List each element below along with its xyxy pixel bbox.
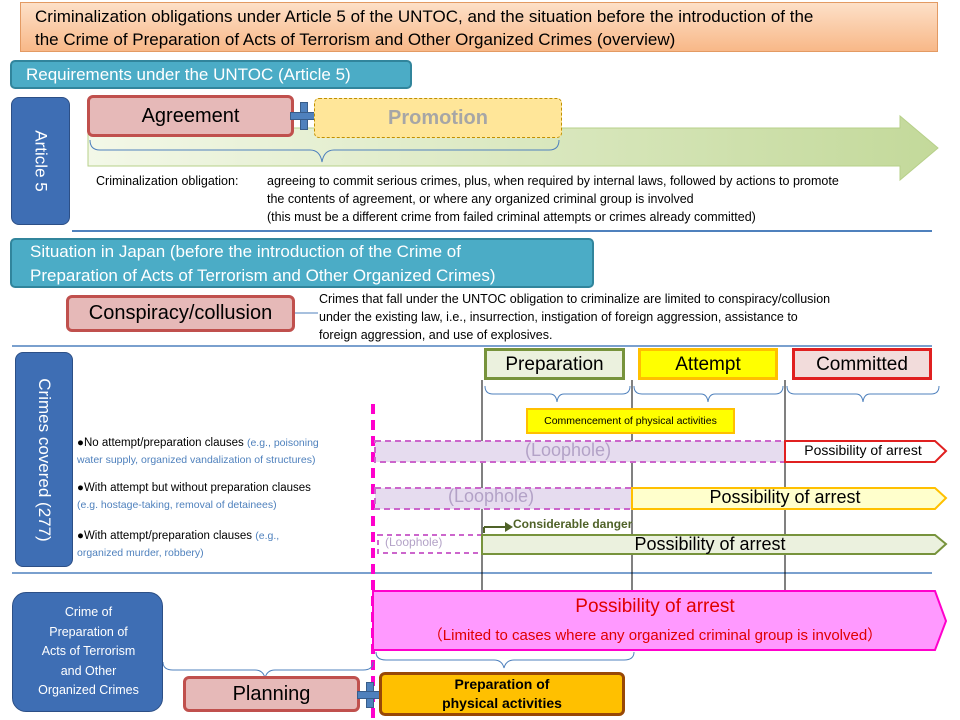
row2-arrest-text: Possibility of arrest: [709, 487, 861, 507]
section2-desc-line3: foreign aggression, and use of explosive…: [319, 328, 553, 342]
prep-line2: physical activities: [442, 695, 562, 711]
row3-loophole-text: (Loophole): [385, 535, 443, 549]
considerable-danger-label: Considerable danger: [513, 517, 633, 531]
obligation-label: Criminalization obligation:: [96, 174, 239, 188]
row3-example-b: organized murder, robbery): [77, 547, 204, 559]
row3-label: ●With attempt/preparation clauses (e.g.,…: [77, 528, 372, 562]
planning-box: Planning: [183, 676, 360, 712]
section2-header: Situation in Japan (before the introduct…: [10, 238, 594, 288]
section2-header-line1: Situation in Japan (before the introduct…: [30, 242, 461, 261]
commencement-box: Commencement of physical activities: [526, 408, 735, 434]
row1-example-a: (e.g., poisoning: [246, 437, 319, 449]
stage-committed-label: Committed: [816, 354, 908, 375]
section2-desc-line2: under the existing law, i.e., insurrecti…: [319, 310, 798, 324]
row1-arrest-text: Possibility of arrest: [804, 442, 922, 458]
stage-preparation-label: Preparation: [505, 354, 604, 375]
prep-line1: Preparation of: [454, 676, 550, 692]
crime-of-preparation-text: Crime of Preparation of Acts of Terroris…: [13, 603, 164, 701]
side-line-4: and Other: [60, 663, 117, 678]
brace-attempt: [633, 385, 784, 403]
promotion-box: Promotion: [314, 98, 562, 138]
row3-main: With attempt/preparation clauses: [83, 530, 253, 542]
conspiracy-box: Conspiracy/collusion: [66, 295, 295, 332]
stage-preparation: Preparation: [484, 348, 625, 380]
stage-attempt: Attempt: [638, 348, 778, 380]
row2-main: With attempt but without preparation cla…: [83, 482, 311, 494]
obligation-line2: the contents of agreement, or where any …: [267, 192, 694, 206]
row1-loophole-text: (Loophole): [525, 440, 612, 460]
page-title: Criminalization obligations under Articl…: [20, 2, 938, 52]
bullet-icon: ●: [77, 482, 84, 494]
row2-arrest-arrow: [631, 487, 948, 510]
section2-description: Crimes that fall under the UNTOC obligat…: [319, 290, 939, 344]
section4-arrest-text: Possibility of arrest: [575, 596, 735, 617]
row2-example: (e.g. hostage-taking, removal of detaine…: [77, 499, 277, 511]
row3-example-a: (e.g.,: [255, 530, 280, 542]
article5-side-label: Article 5: [11, 97, 70, 225]
title-line1: Criminalization obligations under Articl…: [35, 7, 814, 26]
section4-limited-text: （Limited to cases where any organized cr…: [427, 627, 883, 644]
section2-header-line2: Preparation of Acts of Terrorism and Oth…: [30, 266, 496, 285]
article5-side-text: Article 5: [31, 130, 51, 192]
planning-label: Planning: [232, 683, 311, 705]
stage-attempt-label: Attempt: [675, 354, 741, 375]
bullet-icon: ●: [77, 437, 84, 449]
brace-section4b: [375, 651, 635, 669]
preparation-activities-box: Preparation of physical activities: [379, 672, 625, 716]
obligation-line1: agreeing to commit serious crimes, plus,…: [267, 174, 839, 188]
row1-example-b: water supply, organized vandalization of…: [77, 454, 316, 466]
side-line-3: Acts of Terrorism: [41, 644, 136, 658]
row1-arrest-arrow: [784, 440, 948, 463]
agreement-box: Agreement: [87, 95, 294, 137]
side-line-5: Organized Crimes: [38, 683, 139, 697]
conspiracy-label: Conspiracy/collusion: [88, 302, 273, 324]
crimes-covered-side-label: Crimes covered (277): [15, 352, 73, 567]
obligation-description: agreeing to commit serious crimes, plus,…: [267, 172, 957, 226]
brace-section1: [89, 139, 560, 163]
row2-loophole-band: [374, 487, 633, 510]
bullet-icon: ●: [77, 530, 84, 542]
brace-preparation: [484, 385, 631, 403]
row1-label: ●No attempt/preparation clauses (e.g., p…: [77, 435, 372, 469]
section1-header-text: Requirements under the UNTOC (Article 5): [26, 65, 351, 84]
brace-committed: [786, 385, 940, 403]
agreement-label: Agreement: [141, 105, 240, 127]
promotion-label: Promotion: [388, 107, 488, 129]
crime-of-preparation-side-label: Crime of Preparation of Acts of Terroris…: [12, 592, 163, 712]
timeline-arrow: [87, 114, 939, 182]
section2-desc-line1: Crimes that fall under the UNTOC obligat…: [319, 292, 831, 306]
side-line-1: Crime of: [64, 605, 113, 619]
title-line2: the Crime of Preparation of Acts of Terr…: [35, 30, 676, 49]
section4-arrest-arrow: [372, 590, 948, 651]
obligation-line3: (this must be a different crime from fai…: [267, 210, 756, 224]
row2-loophole-text: (Loophole): [448, 486, 535, 506]
row2-label: ●With attempt but without preparation cl…: [77, 480, 372, 514]
stage-committed: Committed: [792, 348, 932, 380]
row1-main: No attempt/preparation clauses: [83, 437, 244, 449]
section1-header: Requirements under the UNTOC (Article 5): [10, 60, 412, 89]
row3-arrest-arrow: [481, 534, 948, 555]
crimes-covered-text: Crimes covered (277): [35, 377, 54, 542]
row3-arrest-text: Possibility of arrest: [634, 534, 786, 554]
side-line-2: Preparation of: [49, 624, 128, 639]
commencement-label: Commencement of physical activities: [544, 415, 717, 427]
considerable-danger-arrow: [505, 522, 513, 532]
